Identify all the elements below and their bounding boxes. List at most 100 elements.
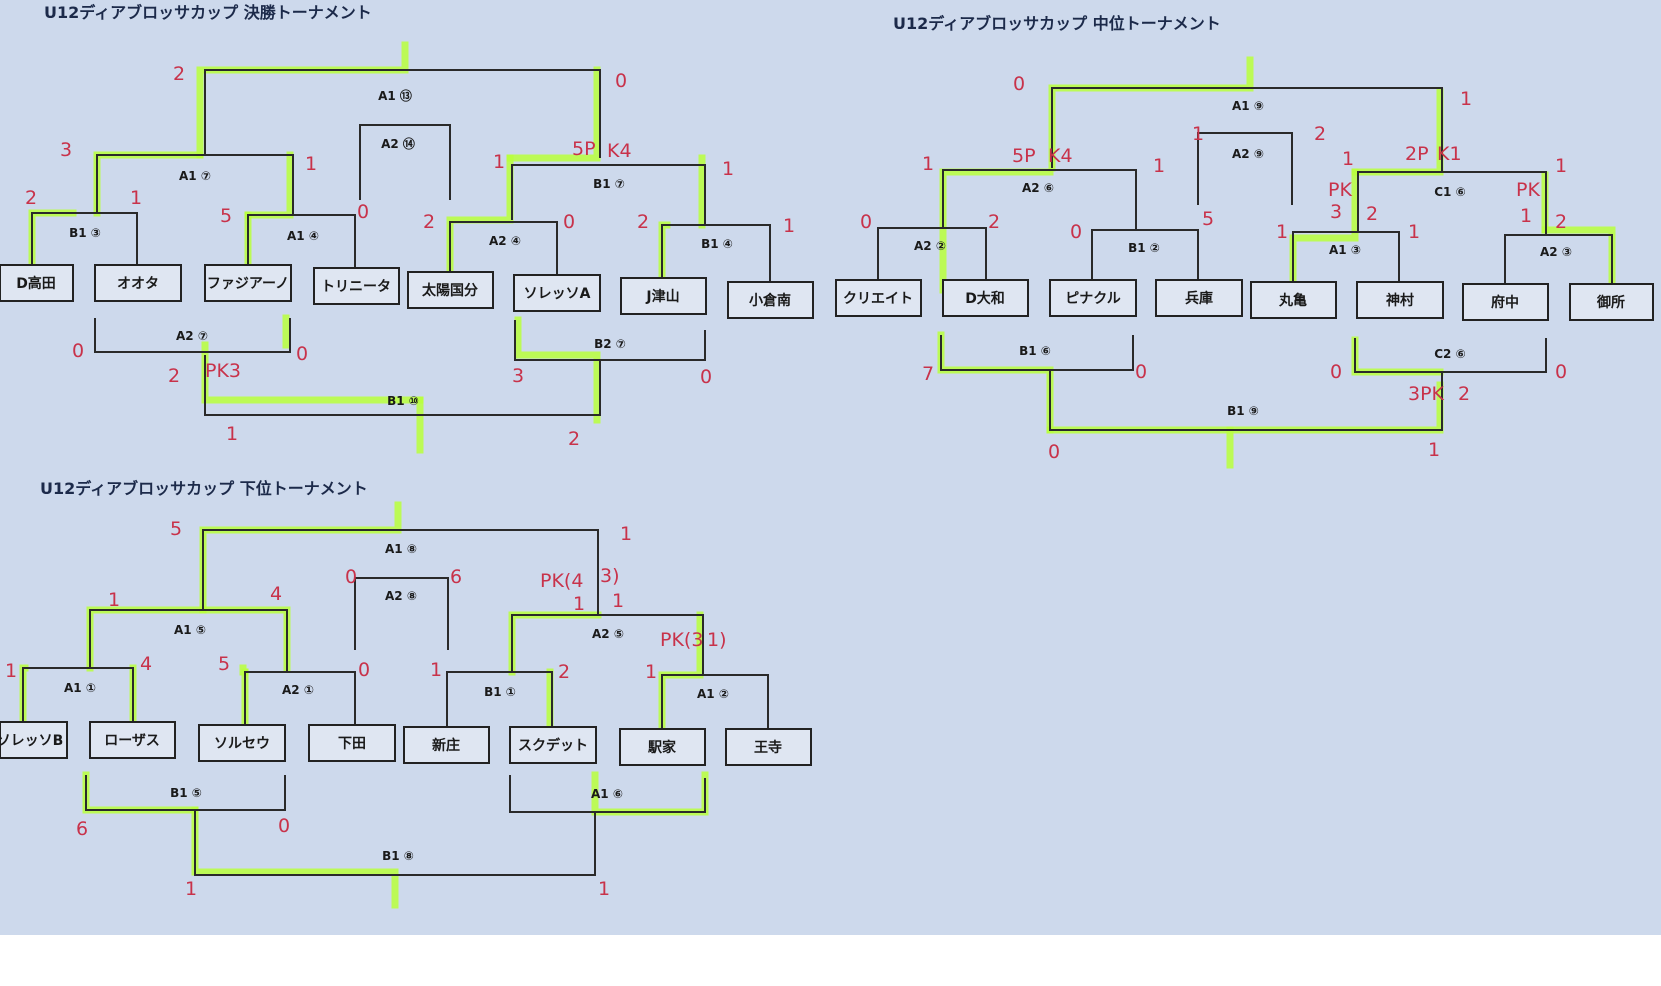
score-mark: 3PK xyxy=(1408,383,1445,405)
team-name: 兵庫 xyxy=(1185,290,1213,307)
team-box xyxy=(89,721,176,759)
score-mark: 5 xyxy=(218,653,230,675)
final-match-labels: A1 ⑬ A2 ⑭ A1 ⑦ B1 ⑦ B1 ③ A1 ④ A2 ④ B1 ④ … xyxy=(69,88,733,408)
match-label: A1 ⑨ xyxy=(1232,99,1264,113)
score-mark: 1 xyxy=(645,661,657,683)
match-label: B1 ⑦ xyxy=(593,177,625,191)
team-name: ソレッソA xyxy=(524,286,591,302)
score-mark: 1 xyxy=(185,878,197,900)
match-label: B1 ① xyxy=(484,685,516,699)
match-label: A1 ① xyxy=(64,681,96,695)
score-mark: 1 xyxy=(722,158,734,180)
team-box xyxy=(0,721,68,759)
match-label: B1 ⑩ xyxy=(387,394,419,408)
score-mark: 1 xyxy=(1408,221,1420,243)
score-mark: 0 xyxy=(1070,221,1082,243)
middle-team-names: クリエイト D大和 ピナクル 兵庫 丸亀 神村 府中 御所 xyxy=(843,290,1625,311)
score-mark: 6 xyxy=(450,566,462,588)
team-box xyxy=(313,267,400,305)
team-box xyxy=(513,274,601,312)
score-mark: 1 xyxy=(1460,88,1472,110)
middle-bracket: クリエイト D大和 ピナクル 兵庫 丸亀 神村 府中 御所 A1 ⑨ A2 ⑨ … xyxy=(835,56,1654,469)
team-name: J津山 xyxy=(645,288,679,305)
match-label: A1 ⑦ xyxy=(179,169,211,183)
match-label: A2 ⑥ xyxy=(1022,181,1054,195)
match-label: A2 ⑤ xyxy=(592,627,624,641)
final-team-boxes xyxy=(0,264,814,319)
team-box xyxy=(835,279,922,317)
team-name: 下田 xyxy=(338,736,366,752)
score-mark: PK xyxy=(1516,179,1540,201)
score-mark: 0 xyxy=(1013,73,1025,95)
score-mark: 0 xyxy=(296,343,308,365)
team-box xyxy=(1462,283,1549,321)
match-label: C1 ⑥ xyxy=(1434,185,1466,199)
final-team-names: D高田 オオタ ファジアーノ トリニータ 太陽国分 ソレッソA J津山 小倉南 xyxy=(16,275,791,309)
score-mark: 2 xyxy=(25,187,37,209)
team-box xyxy=(1049,279,1137,317)
team-box xyxy=(620,277,707,315)
score-mark: 1 xyxy=(598,878,610,900)
team-name: ピナクル xyxy=(1065,291,1121,307)
team-box xyxy=(1250,281,1337,319)
score-mark: 1 xyxy=(305,153,317,175)
score-mark: PK(4 xyxy=(540,570,583,592)
score-mark: 2 xyxy=(1366,203,1378,225)
score-mark: 1 xyxy=(1276,221,1288,243)
score-mark: 1 xyxy=(612,590,624,612)
match-label: B1 ③ xyxy=(69,226,101,240)
team-name: 王寺 xyxy=(754,740,782,756)
match-label: A2 ② xyxy=(914,239,946,253)
score-mark: 4 xyxy=(140,653,152,675)
score-mark: 2 xyxy=(423,211,435,233)
score-mark: 1 xyxy=(130,187,142,209)
score-mark: PK(3 xyxy=(660,629,703,651)
team-box xyxy=(727,281,814,319)
score-mark: 7 xyxy=(922,363,934,385)
score-mark: 2 xyxy=(558,661,570,683)
score-mark: K4 xyxy=(1048,145,1073,167)
score-mark: PK xyxy=(1328,179,1352,201)
score-mark: 1 xyxy=(1520,205,1532,227)
score-mark: K4 xyxy=(607,140,632,162)
score-mark: 1 xyxy=(1153,155,1165,177)
match-label: A1 ⑧ xyxy=(385,542,417,556)
score-mark: 2 xyxy=(988,211,1000,233)
score-mark: 1 xyxy=(783,215,795,237)
match-label: B1 ⑨ xyxy=(1227,404,1259,418)
team-name: D大和 xyxy=(965,290,1005,307)
score-mark: 1 xyxy=(1192,123,1204,145)
score-mark: 5P xyxy=(572,138,596,160)
score-mark: 5 xyxy=(220,205,232,227)
team-name: ローザス xyxy=(104,733,160,749)
match-label: B2 ⑦ xyxy=(594,337,626,351)
team-box xyxy=(403,726,490,764)
team-box xyxy=(509,726,597,764)
score-mark: K1 xyxy=(1437,143,1462,165)
middle-winner-paths xyxy=(937,56,1616,469)
team-name: オオタ xyxy=(117,276,159,292)
lower-match-labels: A1 ⑧ A2 ⑧ A1 ⑤ A2 ⑤ A1 ① A2 ① B1 ① A1 ② … xyxy=(64,542,729,863)
match-label: B1 ⑤ xyxy=(170,786,202,800)
score-mark: 0 xyxy=(358,659,370,681)
score-mark: 3 xyxy=(60,139,72,161)
score-mark: 3) xyxy=(600,565,620,587)
lower-handwritten-scores: 5 1 1 4 0 6 PK(4 3) 1 1 1 4 5 0 1 2 PK(3… xyxy=(5,518,727,900)
team-name: 御所 xyxy=(1596,294,1625,311)
match-label: B1 ⑧ xyxy=(382,849,414,863)
score-mark: 2 xyxy=(168,365,180,387)
lower-bracket: ソレッソB ローザス ソルセウ 下田 新庄 スクデット 駅家 王寺 A1 ⑧ A… xyxy=(0,501,812,909)
lower-team-boxes xyxy=(0,721,812,766)
team-box xyxy=(725,728,812,766)
score-mark: 5 xyxy=(170,518,182,540)
team-box xyxy=(1569,283,1654,321)
lower-tournament-title: U12ディアブロッサカップ 下位トーナメント xyxy=(40,479,368,498)
middle-match-labels: A1 ⑨ A2 ⑨ A2 ⑥ C1 ⑥ A2 ② B1 ② A1 ③ A2 ③ … xyxy=(914,99,1572,418)
score-mark: 0 xyxy=(1330,361,1342,383)
score-mark: 3 xyxy=(512,365,524,387)
match-label: A1 ② xyxy=(697,687,729,701)
score-mark: 1 xyxy=(493,151,505,173)
score-mark: 0 xyxy=(700,366,712,388)
score-mark: 0 xyxy=(563,211,575,233)
match-label: B1 ⑥ xyxy=(1019,344,1051,358)
